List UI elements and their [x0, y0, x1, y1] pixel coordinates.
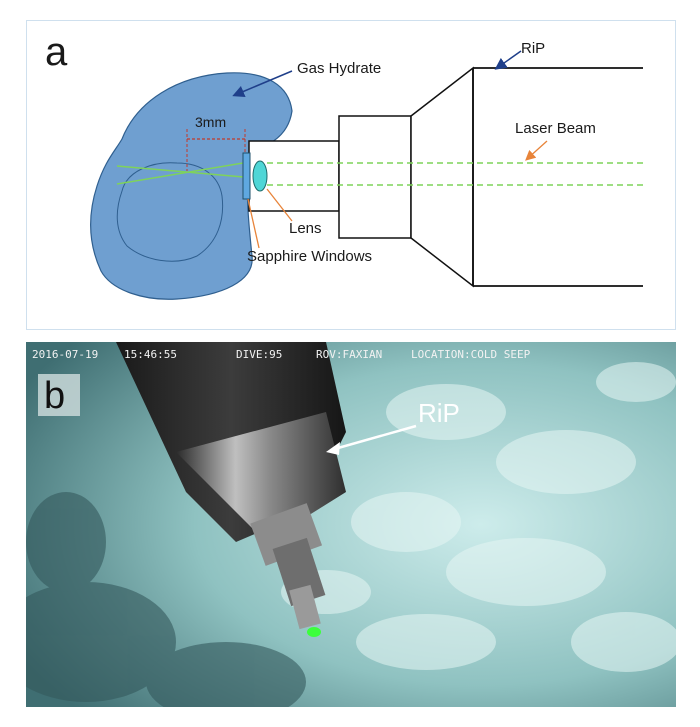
scale-label: 3mm	[195, 114, 226, 130]
gas-hydrate-blob	[90, 72, 293, 300]
laser-beam-arrow	[525, 140, 548, 161]
probe-mid-section	[338, 115, 412, 239]
beam-cross-2	[116, 158, 268, 185]
lens-label: Lens	[289, 220, 322, 237]
probe-neck	[272, 537, 326, 607]
hydrate-inner-outline	[116, 162, 224, 262]
rip-label-b: RiP	[418, 398, 460, 428]
panel-b-letter-box	[38, 374, 80, 416]
rip-label-a: RiP	[521, 40, 545, 57]
overlay-dive: DIVE:95	[236, 348, 282, 361]
probe-tip-photo	[289, 584, 321, 630]
schematic-diagram: a 3mm Gas Hydrate RiP Las	[45, 30, 643, 300]
rip-probe	[116, 342, 346, 637]
lens	[252, 160, 268, 192]
dark-sediment	[26, 492, 306, 707]
sapphire-windows	[242, 152, 251, 200]
lens-leader	[266, 188, 293, 222]
sapphire-windows-leader	[247, 198, 260, 249]
overlay-location: LOCATION:COLD SEEP	[411, 348, 531, 361]
sapphire-windows-label: Sapphire Windows	[247, 248, 372, 265]
rip-arrow-b	[330, 424, 417, 452]
rip-arrow-a	[494, 50, 522, 70]
rip-arrowhead-b	[326, 442, 340, 455]
overlay-date: 2016-07-19	[32, 348, 98, 361]
overlay-rov: ROV:FAXIAN	[316, 348, 382, 361]
probe-cone	[410, 66, 474, 288]
probe-main-body	[472, 67, 643, 287]
laser-spot	[307, 627, 321, 637]
panel-b-photo: 2016-07-19 15:46:55 DIVE:95 ROV:FAXIAN L…	[26, 342, 676, 707]
panel-a-schematic: a 3mm Gas Hydrate RiP Las	[26, 20, 676, 330]
panel-b-letter: b	[44, 375, 65, 417]
gas-hydrate-arrow	[232, 70, 293, 98]
overlay-time: 15:46:55	[124, 348, 177, 361]
underwater-photo: 2016-07-19 15:46:55 DIVE:95 ROV:FAXIAN L…	[26, 342, 676, 707]
laser-beam-label: Laser Beam	[515, 120, 596, 137]
beam-cross-1	[116, 165, 268, 180]
gas-hydrate-label: Gas Hydrate	[297, 60, 381, 77]
panel-a-letter: a	[45, 30, 68, 74]
